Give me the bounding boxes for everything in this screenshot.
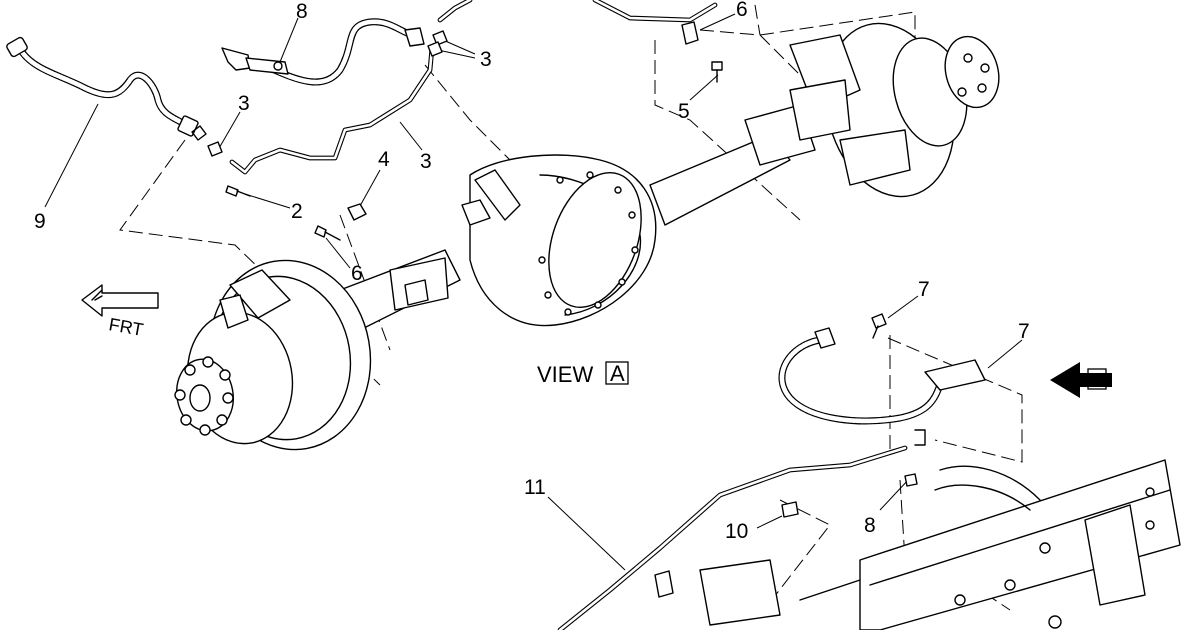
callout-7: 4: [378, 148, 390, 171]
callout-10: 6: [351, 262, 363, 285]
callout-6: 3: [420, 150, 432, 173]
long-brake-pipe: [557, 445, 918, 630]
right-wheel-hub: [789, 22, 1000, 198]
top-brake-hose: [221, 18, 425, 86]
view-a-label: VIEW A: [537, 361, 629, 387]
left-brake-hose: [6, 36, 207, 141]
callout-9: 2: [291, 200, 303, 223]
view-a-arrow: A: [1050, 362, 1112, 398]
left-wheel-hub: [174, 259, 372, 451]
callout-1: 8: [296, 0, 308, 23]
brake-pipe: [207, 0, 718, 175]
callout-2: 6: [736, 0, 748, 21]
callout-13: 8: [864, 514, 876, 537]
leader-lines: [44, 13, 1023, 571]
fasteners: [225, 21, 887, 339]
callout-8: 9: [34, 210, 46, 233]
wheel-studs: [174, 356, 234, 436]
front-label: FRT: [107, 314, 145, 340]
callout-12: 7: [1018, 320, 1030, 343]
view-label-text: VIEW: [537, 362, 593, 387]
cover-bolts: [538, 171, 639, 316]
front-direction-arrow: FRT: [81, 284, 159, 340]
callout-numbers: 8 6 3 3 5 3 4 9 2 6 7 7 8 10 11: [34, 0, 1030, 543]
callout-11: 7: [918, 278, 930, 301]
callout-3: 3: [480, 48, 492, 71]
view-label-letter: A: [610, 361, 625, 386]
callout-14: 10: [725, 520, 748, 543]
vehicle-frame: [654, 459, 1181, 630]
callout-4: 3: [238, 92, 250, 115]
callout-15: 11: [524, 476, 546, 499]
arrow-a-letter: A: [1091, 371, 1103, 390]
callout-5: 5: [678, 100, 690, 123]
axle-assembly: [339, 104, 816, 331]
view-a-hose: [778, 327, 986, 446]
